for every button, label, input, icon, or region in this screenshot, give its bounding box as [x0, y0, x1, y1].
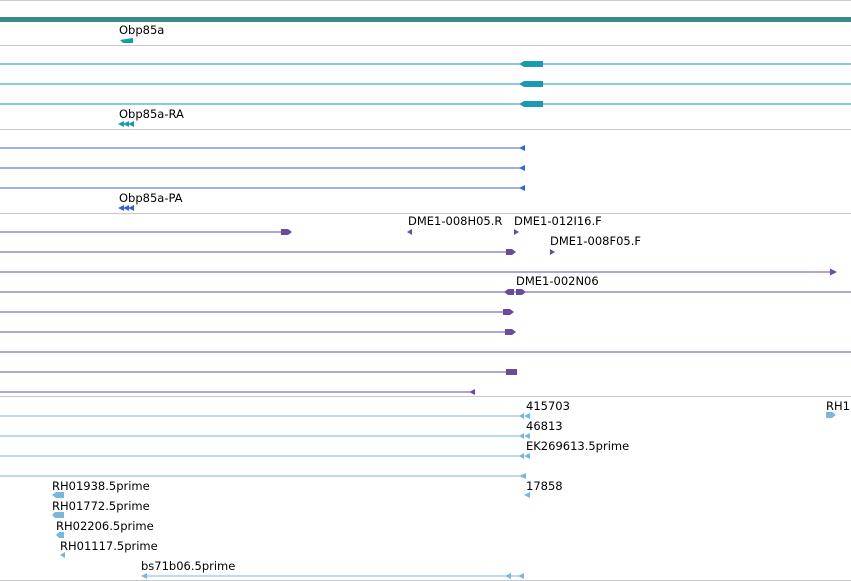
est-rh01938-feature[interactable]	[52, 492, 64, 498]
clone-row[interactable]	[0, 369, 517, 375]
clone-label-dme1-002n06: DME1-002N06	[516, 274, 599, 288]
est-label-rh1: RH1	[826, 399, 850, 413]
est-label-rh01117-5prime: RH01117.5prime	[60, 539, 158, 553]
est-17858-feature[interactable]	[524, 492, 530, 498]
clone-row[interactable]	[0, 329, 516, 335]
est-row[interactable]	[0, 453, 530, 459]
est-label-17858: 17858	[526, 479, 563, 493]
gene-label-obp85a: Obp85a	[119, 23, 164, 37]
protein-label-obp85a-pa: Obp85a-PA	[119, 191, 183, 205]
mrna-row[interactable]	[0, 145, 525, 151]
est-rh01117-feature[interactable]	[60, 552, 65, 558]
est-label-46813: 46813	[526, 419, 563, 433]
clone-label-dme1-012i16-f: DME1-012I16.F	[514, 214, 602, 228]
clone-row[interactable]	[0, 229, 292, 235]
est-rh02206-feature[interactable]	[56, 532, 64, 538]
protein-obp85a-pa[interactable]	[118, 205, 134, 211]
est-row[interactable]	[0, 473, 526, 479]
mrna-row[interactable]	[0, 185, 525, 191]
est-label-rh01938-5prime: RH01938.5prime	[52, 479, 150, 493]
est-row[interactable]	[0, 433, 530, 439]
est-bs71b06-feature[interactable]	[141, 573, 524, 579]
clone-row[interactable]	[0, 389, 475, 395]
chromosome-bar	[0, 17, 851, 22]
est-rh01772-feature[interactable]	[52, 512, 64, 518]
est-label-rh01772-5prime: RH01772.5prime	[52, 499, 150, 513]
gene-model-row[interactable]	[0, 81, 851, 87]
est-label-415703: 415703	[526, 399, 570, 413]
clone-label-dme1-008h05-r: DME1-008H05.R	[408, 214, 502, 228]
gene-model-row[interactable]	[0, 61, 851, 67]
clone-row[interactable]	[0, 249, 516, 255]
mrna-label-obp85a-ra: Obp85a-RA	[119, 107, 184, 121]
clone-end-marker[interactable]	[407, 229, 412, 235]
mrna-row[interactable]	[0, 165, 525, 171]
est-row[interactable]	[0, 413, 530, 419]
est-label-ek269613-5prime: EK269613.5prime	[526, 439, 629, 453]
clone-row[interactable]	[0, 289, 851, 295]
est-label-bs71b06-5prime: bs71b06.5prime	[141, 559, 235, 573]
mrna-obp85a-ra[interactable]	[118, 121, 134, 127]
est-rh1-feature[interactable]	[826, 412, 836, 418]
gene-model-row[interactable]	[0, 101, 851, 107]
gene-obp85a[interactable]	[120, 38, 133, 43]
clone-end-marker[interactable]	[514, 229, 519, 235]
clone-label-dme1-008f05-f: DME1-008F05.F	[550, 234, 641, 248]
clone-row[interactable]	[0, 268, 837, 276]
clone-row[interactable]	[0, 309, 514, 315]
clone-end-marker[interactable]	[550, 249, 555, 255]
est-label-rh02206-5prime: RH02206.5prime	[56, 519, 154, 533]
